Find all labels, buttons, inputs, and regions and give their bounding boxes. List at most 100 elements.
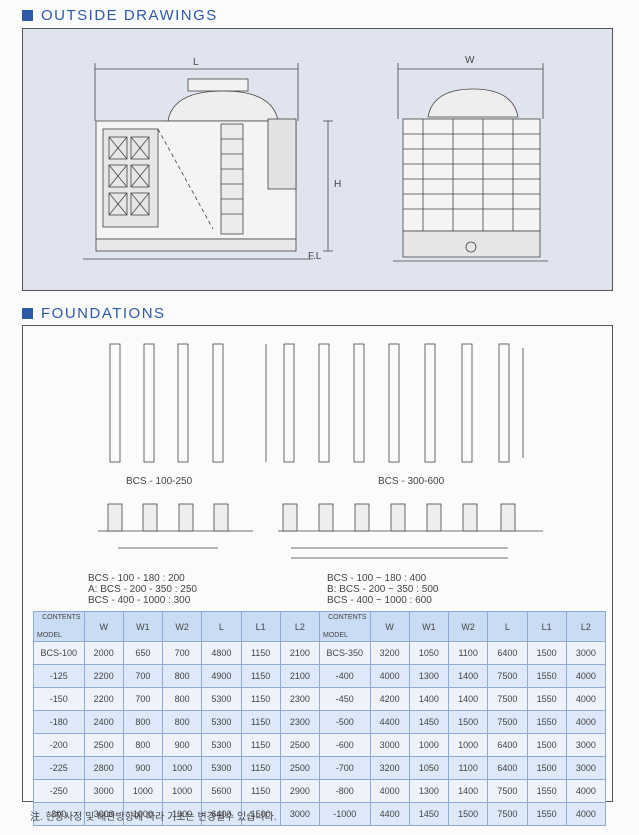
value-cell: 5300 <box>201 756 242 780</box>
value-cell: 2500 <box>279 756 320 780</box>
value-cell: 2500 <box>83 733 124 757</box>
value-cell: 1550 <box>526 710 567 734</box>
value-cell: 2300 <box>279 687 320 711</box>
value-cell: 2300 <box>279 710 320 734</box>
value-cell: 1550 <box>526 687 567 711</box>
value-cell: 1150 <box>240 687 281 711</box>
value-cell: 1150 <box>240 710 281 734</box>
outside-drawings-title: OUTSIDE DRAWINGS <box>41 7 218 24</box>
model-cell: -180 <box>33 710 85 734</box>
value-cell: 2800 <box>83 756 124 780</box>
value-cell: 1050 <box>408 641 450 665</box>
value-cell: 1450 <box>408 802 450 826</box>
model-cell: BCS-350 <box>318 641 371 665</box>
value-cell: 1000 <box>122 779 164 803</box>
value-cell: 1100 <box>448 756 489 780</box>
value-cell: 6400 <box>487 641 528 665</box>
value-cell: 1550 <box>526 779 567 803</box>
value-cell: 7500 <box>487 687 528 711</box>
value-cell: 4000 <box>565 802 607 826</box>
value-cell: 3200 <box>369 756 410 780</box>
value-cell: 2900 <box>279 779 320 803</box>
value-cell: 2000 <box>83 641 124 665</box>
value-cell: 1400 <box>448 664 489 688</box>
value-cell: 700 <box>162 641 203 665</box>
value-cell: 3000 <box>369 733 410 757</box>
value-cell: 1050 <box>408 756 450 780</box>
value-cell: 1300 <box>408 779 450 803</box>
value-cell: 1500 <box>526 733 567 757</box>
value-cell: 1400 <box>448 779 489 803</box>
value-cell: 4400 <box>369 710 410 734</box>
value-cell: 1150 <box>240 641 281 665</box>
value-cell: 4000 <box>565 710 607 734</box>
value-cell: 7500 <box>487 802 528 826</box>
model-cell: -500 <box>318 710 371 734</box>
value-cell: 4800 <box>201 641 242 665</box>
value-cell: 2200 <box>83 687 124 711</box>
dim-label-H: H <box>334 179 342 190</box>
outside-drawings-svg <box>83 63 548 262</box>
value-cell: 5300 <box>201 710 242 734</box>
value-cell: 1300 <box>408 664 450 688</box>
value-cell: 1150 <box>240 733 281 757</box>
value-cell: 1000 <box>162 756 203 780</box>
model-cell: BCS-100 <box>33 641 85 665</box>
model-cell: 300 <box>33 802 85 826</box>
value-cell: 7500 <box>487 779 528 803</box>
square-bullet-icon <box>22 10 33 21</box>
model-cell: -450 <box>318 687 371 711</box>
value-cell: 1100 <box>448 641 489 665</box>
dim-label-W: W <box>465 55 475 66</box>
model-cell: -600 <box>318 733 371 757</box>
value-cell: 1000 <box>162 779 203 803</box>
outside-drawings-frame: L W H F.L <box>22 28 613 291</box>
value-cell: 4200 <box>369 687 410 711</box>
value-cell: 2100 <box>279 641 320 665</box>
model-cell: -225 <box>33 756 85 780</box>
value-cell: 4000 <box>369 779 410 803</box>
dim-label-FL: F.L <box>308 251 322 262</box>
value-cell: 1150 <box>240 664 281 688</box>
plan-caption-large: BCS - 300-600 <box>378 476 445 487</box>
outside-drawings-header: OUTSIDE DRAWINGS <box>22 7 218 24</box>
value-cell: 900 <box>162 733 203 757</box>
value-cell: 900 <box>122 756 164 780</box>
value-cell: 4400 <box>369 802 410 826</box>
value-cell: 2100 <box>279 664 320 688</box>
value-cell: 800 <box>162 687 203 711</box>
value-cell: 4900 <box>201 664 242 688</box>
notes-right: BCS - 100 ~ 180 : 400 B: BCS - 200 ~ 350… <box>327 573 439 606</box>
value-cell: 800 <box>162 664 203 688</box>
plan-caption-small: BCS - 100-250 <box>126 476 193 487</box>
value-cell: 1400 <box>448 687 489 711</box>
value-cell: 800 <box>122 733 164 757</box>
model-cell: -250 <box>33 779 85 803</box>
value-cell: 1150 <box>240 779 281 803</box>
model-cell: -800 <box>318 779 371 803</box>
value-cell: 1000 <box>408 733 450 757</box>
value-cell: 2200 <box>83 664 124 688</box>
value-cell: 1000 <box>162 802 203 826</box>
value-cell: 2500 <box>279 733 320 757</box>
value-cell: 5600 <box>201 779 242 803</box>
value-cell: 3200 <box>369 641 410 665</box>
value-cell: 3000 <box>83 802 124 826</box>
value-cell: 3000 <box>565 733 607 757</box>
notes-left: BCS - 100 - 180 : 200 A: BCS - 200 - 350… <box>88 573 197 606</box>
model-cell: -125 <box>33 664 85 688</box>
value-cell: 2400 <box>83 710 124 734</box>
value-cell: 4000 <box>369 664 410 688</box>
model-cell: -400 <box>318 664 371 688</box>
value-cell: 1550 <box>526 802 567 826</box>
value-cell: 1550 <box>526 664 567 688</box>
